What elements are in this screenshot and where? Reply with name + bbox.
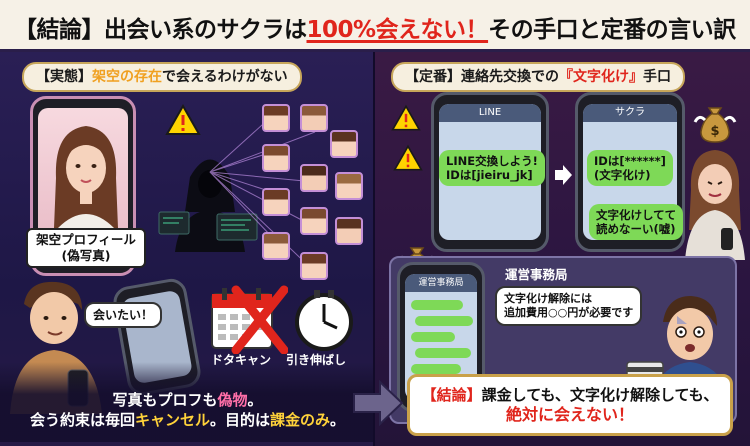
caption-emphasis: キャンセル [134,411,210,429]
left-section-badge: 【実態】架空の存在で会えるわけがない [22,62,302,92]
cannot-read-message-line2: 読めなーい(嘘) [596,222,676,236]
left-caption-line1: 写真もプロフも偽物。 [0,390,375,410]
caption-emphasis: 課金のみ [270,411,331,429]
left-panel: 【実態】架空の存在で会えるわけがない 架空プロフィール (偽写真) [0,52,375,446]
right-panel: 【定番】連絡先交換での『文字化け』手口 LINE LINE交換しよう! IDは[… [375,52,750,446]
caption-emphasis: 偽物 [217,391,248,409]
cannot-read-message-line1: 文字化けしてて [596,208,677,222]
badge-prefix: 【実態】 [36,69,92,85]
profile-thumbnail [330,130,358,158]
arrow-right-icon [555,165,572,185]
title-highlight: 100%会えない！ [306,17,489,43]
warning-icon [165,104,201,135]
title-prefix: 【結論】出会い系のサクラは [14,17,307,43]
caption-text: 。 [330,411,346,429]
chat-line-placeholder [415,348,471,358]
money-bag-icon: $ [693,107,737,143]
badge-mid: 連絡先交換での [461,69,559,85]
profile-thumbnail [262,104,290,132]
money-sign: $ [710,124,719,139]
title-suffix: その手口と定番の言い訳 [488,17,736,43]
page-title: 【結論】出会い系のサクラは100%会えない！その手口と定番の言い訳 [14,10,736,44]
cannot-read-message: 文字化けしてて 読めなーい(嘘) [589,204,684,240]
profile-thumbnail [300,164,328,192]
left-caption: 写真もプロフも偽物。 会う約束は毎回キャンセル。目的は課金のみ。 [0,390,375,430]
line-id-message-line2: IDは[jieiru_jk] [446,168,533,182]
fake-profile-label-line1: 架空プロフィール [36,232,136,247]
caption-backdrop [0,362,375,442]
garbled-id-message-line1: IDは[******] [594,154,666,168]
line-id-message: LINE交換しよう! IDは[jieiru_jk] [439,150,545,186]
right-section-badge: 【定番】連絡先交換での『文字化け』手口 [391,62,685,92]
chat-line-placeholder [411,364,461,374]
warning-icon [393,144,423,171]
page-header: 【結論】出会い系のサクラは100%会えない！その手口と定番の言い訳 [0,0,750,52]
unlock-fee-message-line1: 文字化け解除には [504,292,592,305]
conclusion-box: 【結論】課金しても、文字化け解除しても、 絶対に会えない！ [407,374,733,436]
profile-thumbnail [335,172,363,200]
left-caption-line2: 会う約束は毎回キャンセル。目的は課金のみ。 [0,410,375,430]
meet-bubble: 会いたい！ [84,302,163,328]
unlock-fee-message-line2: 追加費用○○円が必要です [504,306,634,319]
profile-thumbnail [262,188,290,216]
caption-text: 。 [247,391,263,409]
garbled-id-message-line2: (文字化け) [594,168,651,182]
badge-highlight: 『文字化け』 [559,69,643,85]
profile-thumbnail [335,217,363,245]
badge-suffix: で会えるわけがない [162,69,288,85]
profile-thumbnail [262,232,290,260]
clock-icon [295,290,353,351]
conclusion-text: 課金しても、文字化け解除しても、 [481,386,719,404]
line-id-message-line1: LINE交換しよう! [446,154,538,168]
badge-suffix: 手口 [643,69,671,85]
conclusion-line1: 【結論】課金しても、文字化け解除しても、 [410,385,730,405]
profile-thumbnail [300,104,328,132]
woman-sakura-icon [685,150,745,260]
chat-line-placeholder [411,332,455,342]
conclusion-prefix: 【結論】 [421,386,482,404]
caption-text: 会う約束は毎回 [29,411,135,429]
chat-line-placeholder [415,316,473,326]
caption-text: 。目的は [209,411,270,429]
line-chat-title: LINE [439,104,541,122]
badge-prefix: 【定番】 [405,69,461,85]
chat-line-placeholder [411,300,463,310]
office-chat-title: 運営事務局 [405,274,477,292]
profile-thumbnail [300,252,328,280]
fake-profile-label: 架空プロフィール (偽写真) [26,228,146,268]
warning-icon [391,104,421,131]
profile-thumbnail [262,144,290,172]
conclusion-emphasis: 絶対に会えない！ [505,405,634,424]
hooded-operator-icon [158,159,258,252]
unlock-fee-message: 文字化け解除には 追加費用○○円が必要です [495,286,643,326]
calendar-x-icon [211,285,288,354]
office-title: 運営事務局 [505,267,568,282]
sakura-chat-title: サクラ [583,104,677,122]
garbled-id-message: IDは[******] (文字化け) [587,150,673,186]
arrow-right-icon [353,380,404,426]
fake-profile-label-line2: (偽写真) [61,248,111,263]
profile-thumbnail [300,207,328,235]
caption-text: 写真もプロフも [112,391,218,409]
badge-highlight: 架空の存在 [92,69,162,85]
